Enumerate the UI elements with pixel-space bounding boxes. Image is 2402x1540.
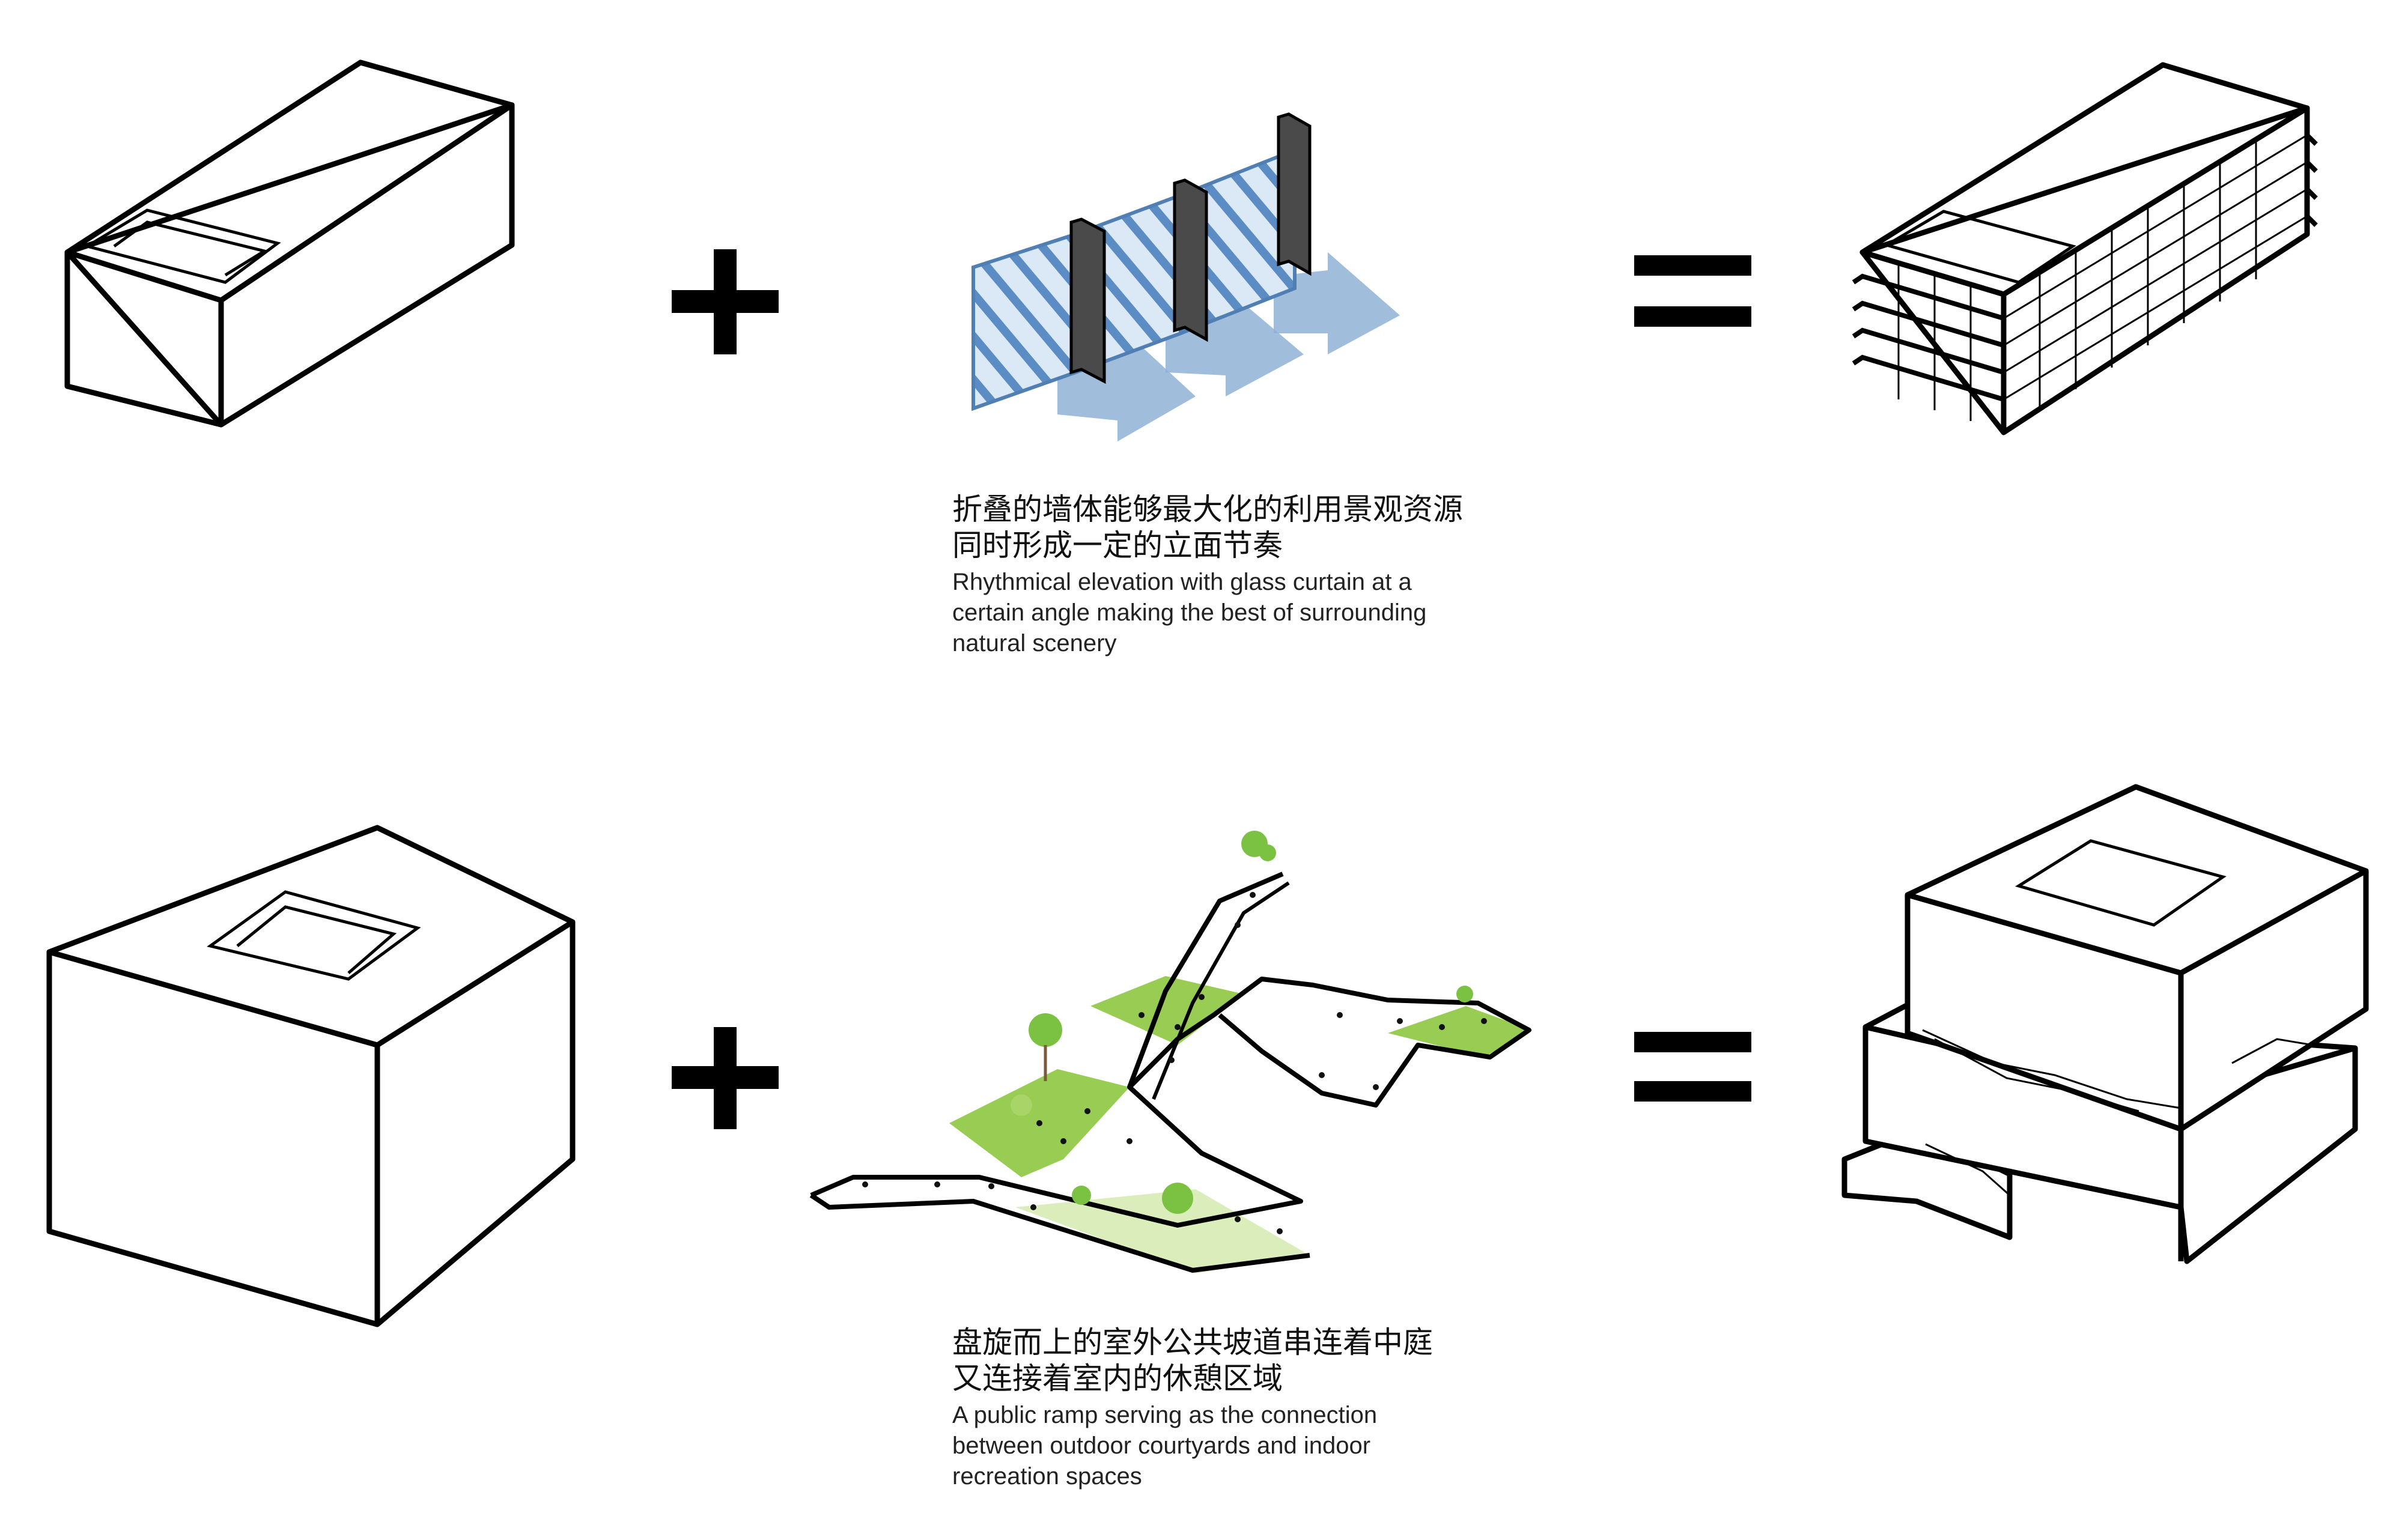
result-stacked-building — [1841, 784, 2369, 1264]
caption-en-line2: between outdoor courtyards and indoor — [952, 1432, 1371, 1459]
caption-cn-line1: 折叠的墙体能够最大化的利用景观资源 — [952, 492, 1463, 527]
cube-courtyard — [207, 890, 421, 981]
base-mass-cube — [46, 825, 576, 1327]
caption-en-line2: certain angle making the best of surroun… — [952, 599, 1427, 626]
caption-cn-line2: 同时形成一定的立面节奏 — [952, 528, 1283, 563]
caption-en-line1: A public ramp serving as the connection — [952, 1402, 1378, 1428]
caption-row-2: 盘旋而上的室外公共坡道串连着中庭 又连接着室内的休憩区域 A public ra… — [952, 1324, 1493, 1492]
ramp-cut-lines — [1922, 1029, 2332, 1196]
result-courtyard — [2014, 839, 2227, 927]
caption-row-1: 折叠的墙体能够最大化的利用景观资源 同时形成一定的立面节奏 Rhythmical… — [952, 491, 1493, 659]
caption-en-line3: natural scenery — [952, 630, 1117, 656]
result-courtyard — [1882, 210, 2076, 284]
floor-plates — [1852, 133, 2318, 402]
glass-curtain-diagram — [971, 112, 1400, 441]
equals-sign — [1634, 1032, 1751, 1102]
plus-sign — [672, 249, 779, 354]
equals-sign — [1634, 255, 1751, 327]
plus-sign — [672, 1027, 779, 1129]
caption-cn-line2: 又连接着室内的休憩区域 — [952, 1361, 1283, 1396]
result-faceted-block — [1859, 62, 2310, 435]
caption-en-line3: recreation spaces — [952, 1463, 1142, 1490]
courtyard-opening — [83, 208, 281, 284]
caption-en-line1: Rhythmical elevation with glass curtain … — [952, 569, 1412, 595]
base-mass-long-block — [64, 59, 515, 428]
caption-cn-line1: 盘旋而上的室外公共坡道串连着中庭 — [952, 1325, 1433, 1360]
ramp-diagram — [809, 831, 1532, 1273]
